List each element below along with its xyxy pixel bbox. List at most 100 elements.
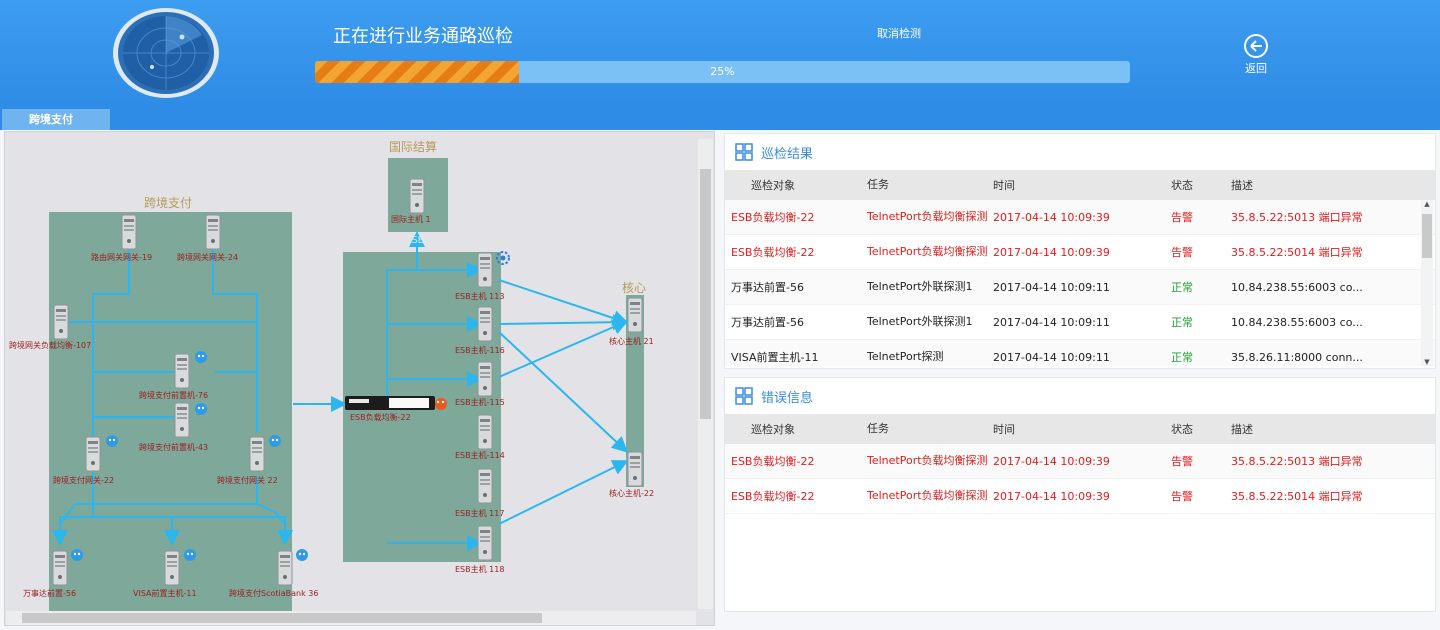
node-label: 跨境支付网关 22: [217, 476, 278, 485]
server-icon: [164, 550, 180, 586]
node-label: 国际主机 1: [391, 215, 431, 224]
table-row[interactable]: ESB负载均衡-22 TelnetPort负载均衡探测 2017-04-14 1…: [725, 235, 1435, 270]
group-label-esb: ESB: [405, 235, 425, 246]
status-bubble-icon: [184, 549, 196, 561]
progress-bar: 25%: [315, 61, 1130, 83]
group-label-core: 核心: [622, 281, 647, 295]
progress-text: 25%: [710, 65, 735, 78]
table-row[interactable]: 万事达前置-56 TelnetPort外联探测1 2017-04-14 10:0…: [725, 305, 1435, 340]
topology-diagram[interactable]: 跨境支付 国际结算 ESB 核心 路由网关网关-19 跨境网关网关-24 跨境网…: [4, 131, 715, 626]
panel-header: 错误信息: [725, 378, 1435, 414]
server-icon: [477, 252, 493, 288]
group-cross-border: [49, 212, 292, 617]
back-label: 返回: [1245, 62, 1267, 75]
cell-time: 2017-04-14 10:09:11: [993, 350, 1110, 364]
status-badge: 告警: [1171, 490, 1193, 503]
cell-description: 10.84.238.55:6003 co...: [1231, 280, 1363, 294]
status-bubble-icon: [269, 435, 281, 447]
gear-icon: [496, 251, 510, 265]
cell-description: 35.8.5.22:5014 端口异常: [1231, 490, 1363, 503]
scroll-thumb[interactable]: [1422, 214, 1432, 258]
node-label: 核心主机-22: [609, 489, 655, 498]
node-label: ESB主机 113: [455, 292, 505, 301]
column-header: 时间: [993, 179, 1015, 192]
status-badge: 告警: [1171, 455, 1193, 468]
cell-task: TelnetPort负载均衡探测: [867, 210, 988, 223]
cancel-detection-button[interactable]: 取消检测: [877, 27, 921, 40]
scroll-up-icon[interactable]: ▲: [1424, 200, 1430, 208]
column-header: 任务: [867, 178, 889, 191]
node-label: ESB主机-114: [455, 451, 505, 460]
node-label: 跨境支付网关-22: [53, 476, 115, 485]
server-icon: [477, 468, 493, 504]
node-label: ESB主机 118: [455, 565, 505, 574]
status-bubble-icon: [71, 549, 83, 561]
scroll-down-icon[interactable]: ▼: [1424, 358, 1430, 366]
column-header: 时间: [993, 423, 1015, 436]
group-label-intl-settlement: 国际结算: [389, 140, 438, 154]
column-header: 状态: [1171, 179, 1193, 192]
grid-icon: [735, 143, 753, 161]
node-label: ESB负载均衡-22: [350, 413, 411, 422]
status-bubble-icon: [195, 403, 207, 415]
server-icon: [477, 525, 493, 561]
header-bar: 正在进行业务通路巡检 取消检测 25% 返回: [0, 0, 1440, 106]
node-label: 跨境支付前置机-43: [139, 443, 209, 452]
server-icon: [249, 436, 265, 472]
node-label: VISA前置主机-11: [133, 589, 197, 598]
node-label: 核心主机 21: [609, 337, 654, 346]
scroll-thumb[interactable]: [700, 169, 711, 419]
cell-object: ESB负载均衡-22: [731, 246, 815, 259]
results-scrollbar[interactable]: ▲ ▼: [1421, 200, 1433, 366]
scroll-thumb[interactable]: [22, 613, 542, 623]
node-label: 万事达前置-56: [23, 589, 77, 598]
server-icon: [85, 436, 101, 472]
server-icon: [409, 178, 425, 214]
panel-title: 错误信息: [761, 390, 814, 406]
cell-time: 2017-04-14 10:09:11: [993, 315, 1110, 329]
link-lines: [52, 231, 629, 551]
server-icon: [477, 414, 493, 450]
server-icon: [627, 297, 643, 333]
back-button[interactable]: 返回: [1235, 34, 1277, 80]
diagram-horizontal-scrollbar[interactable]: [6, 611, 696, 625]
server-icon: [277, 550, 293, 586]
cell-time: 2017-04-14 10:09:11: [993, 280, 1110, 294]
progress-fill: [315, 61, 519, 83]
node-label: 跨境网关负载均衡-107: [9, 341, 92, 350]
group-label-cross-border: 跨境支付: [144, 196, 193, 210]
node-label: ESB主机 117: [455, 509, 505, 518]
table-row[interactable]: ESB负载均衡-22 TelnetPort负载均衡探测 2017-04-14 1…: [725, 444, 1435, 479]
grid-icon: [735, 387, 753, 405]
server-icon: [121, 214, 137, 250]
panel-title: 巡检结果: [761, 146, 814, 162]
server-icon: [174, 402, 190, 438]
cell-object: 万事达前置-56: [731, 281, 804, 294]
cell-description: 35.8.26.11:8000 conn...: [1231, 350, 1363, 364]
radar-icon: [113, 8, 219, 98]
table-row[interactable]: VISA前置主机-11 TelnetPort探测 2017-04-14 10:0…: [725, 340, 1435, 366]
diagram-vertical-scrollbar[interactable]: [698, 139, 713, 609]
cell-time: 2017-04-14 10:09:39: [993, 454, 1110, 468]
cell-task: TelnetPort外联探测1: [867, 280, 973, 293]
cell-object: ESB负载均衡-22: [731, 211, 815, 224]
table-row[interactable]: ESB负载均衡-22 TelnetPort负载均衡探测 2017-04-14 1…: [725, 200, 1435, 235]
status-badge: 告警: [1171, 246, 1193, 259]
column-header: 任务: [867, 422, 889, 435]
table-row[interactable]: ESB负载均衡-22 TelnetPort负载均衡探测 2017-04-14 1…: [725, 479, 1435, 514]
status-badge: 正常: [1171, 351, 1193, 364]
tab-bar: 跨境支付: [0, 106, 1440, 130]
table-row[interactable]: 万事达前置-56 TelnetPort外联探测1 2017-04-14 10:0…: [725, 270, 1435, 305]
node-label: 路由网关网关-19: [91, 253, 153, 262]
node-label: 跨境支付前置机-76: [139, 391, 209, 400]
group-core: [626, 295, 644, 487]
panel-header: 巡检结果: [725, 134, 1435, 170]
tab-cross-border-payment[interactable]: 跨境支付: [2, 109, 110, 130]
table-header: 巡检对象 任务 时间 状态 描述: [725, 170, 1435, 200]
node-label: 跨境网关网关-24: [177, 253, 239, 262]
column-header: 描述: [1231, 423, 1253, 436]
cell-description: 10.84.238.55:6003 co...: [1231, 315, 1363, 329]
cell-object: VISA前置主机-11: [731, 351, 819, 364]
results-table-body: ESB负载均衡-22 TelnetPort负载均衡探测 2017-04-14 1…: [725, 200, 1435, 366]
cell-time: 2017-04-14 10:09:39: [993, 245, 1110, 259]
